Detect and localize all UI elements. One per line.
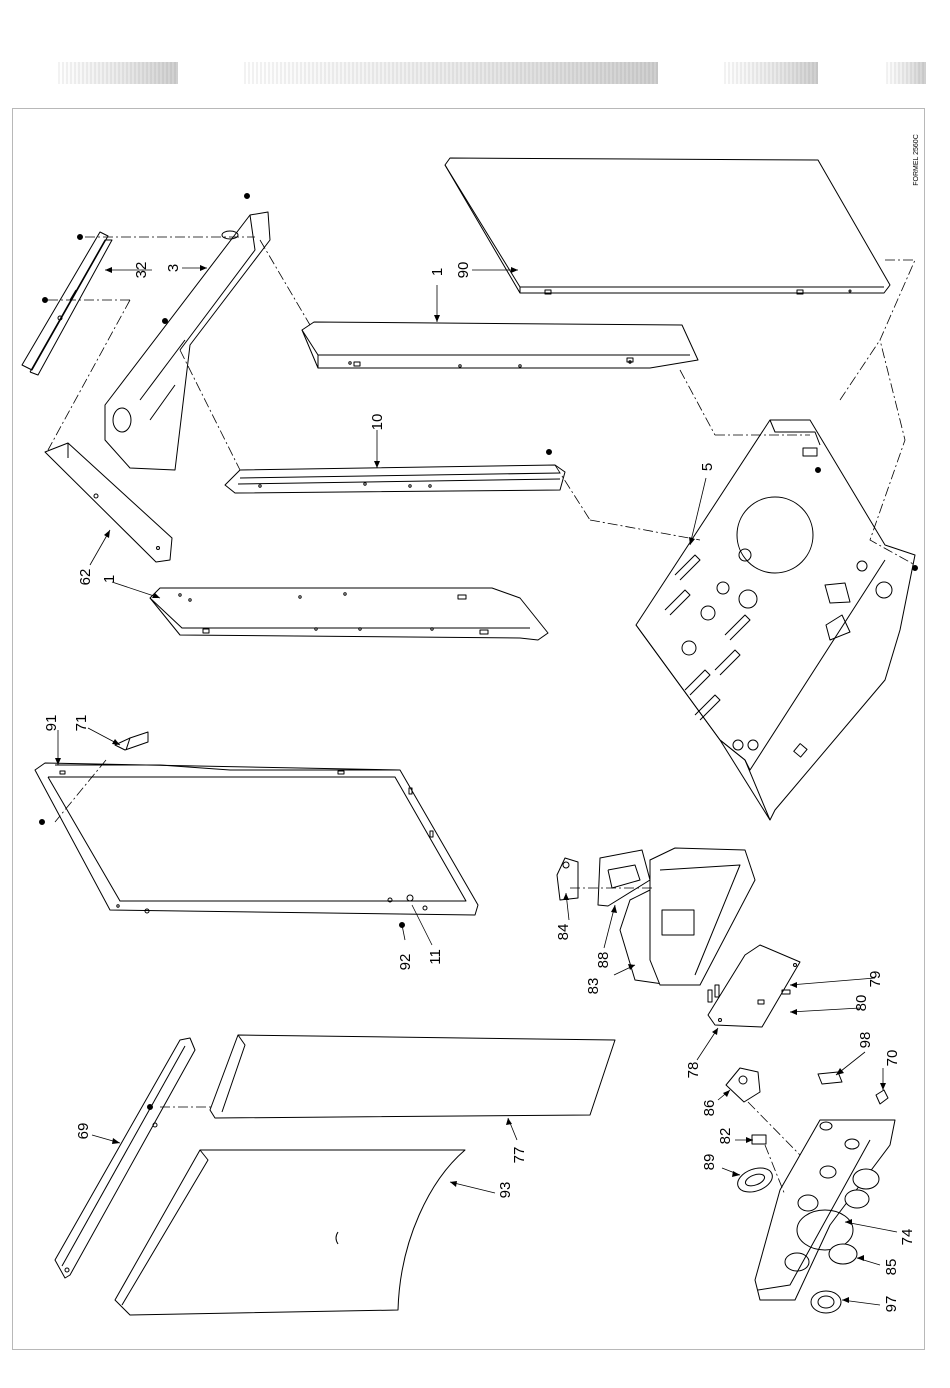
- callout-1-lower: 1: [101, 575, 118, 583]
- callout-89: 89: [701, 1154, 718, 1171]
- part-74-control-panel: [755, 1120, 895, 1300]
- part-89-gasket: [734, 1164, 775, 1197]
- callout-11: 11: [427, 949, 444, 965]
- part-91-panel-frame: [35, 763, 478, 915]
- callout-10: 10: [369, 414, 386, 431]
- callout-78: 78: [685, 1062, 702, 1079]
- part-1-channel-lower: [150, 588, 548, 640]
- callout-74: 74: [899, 1229, 916, 1246]
- callout-77: 77: [511, 1147, 528, 1164]
- callout-92: 92: [397, 954, 414, 971]
- part-10-rail: [225, 465, 565, 493]
- callout-98: 98: [857, 1032, 874, 1049]
- part-3-support-bracket: [105, 212, 270, 470]
- callout-97: 97: [883, 1296, 900, 1313]
- part-1-side-panel-upper: [302, 322, 698, 368]
- callout-86: 86: [701, 1100, 718, 1117]
- callout-80: 80: [853, 995, 870, 1012]
- callout-5: 5: [699, 463, 716, 471]
- callout-71: 71: [73, 715, 90, 732]
- callout-32: 32: [133, 262, 150, 279]
- drawing-code: FORMEL 2560C: [913, 134, 920, 185]
- callout-62: 62: [77, 569, 94, 586]
- callout-91: 91: [43, 715, 60, 732]
- part-90-top-cover: [445, 158, 890, 294]
- part-82-terminal: [752, 1135, 766, 1144]
- part-70-connector: [876, 1090, 888, 1104]
- callout-82: 82: [717, 1128, 734, 1145]
- callout-70: 70: [884, 1050, 901, 1067]
- callout-90: 90: [455, 262, 472, 279]
- callout-93: 93: [497, 1182, 514, 1199]
- callout-88: 88: [595, 952, 612, 969]
- part-32-bracket: [22, 232, 112, 375]
- callout-69: 69: [75, 1123, 92, 1140]
- part-84-module: [557, 858, 578, 900]
- callout-3: 3: [165, 264, 182, 272]
- callout-83: 83: [585, 978, 602, 995]
- part-97-knob: [811, 1291, 841, 1313]
- callout-84: 84: [555, 924, 572, 941]
- callout-85: 85: [883, 1259, 900, 1276]
- part-78-circuit-board: [708, 945, 800, 1027]
- part-77-side-panel: [210, 1035, 615, 1118]
- callout-79: 79: [867, 971, 884, 988]
- part-71-clip: [115, 732, 148, 750]
- part-86-transformer: [726, 1068, 760, 1102]
- callout-1-upper: 1: [429, 268, 446, 276]
- part-93-cover: [115, 1150, 465, 1315]
- part-5-chassis: [636, 420, 915, 820]
